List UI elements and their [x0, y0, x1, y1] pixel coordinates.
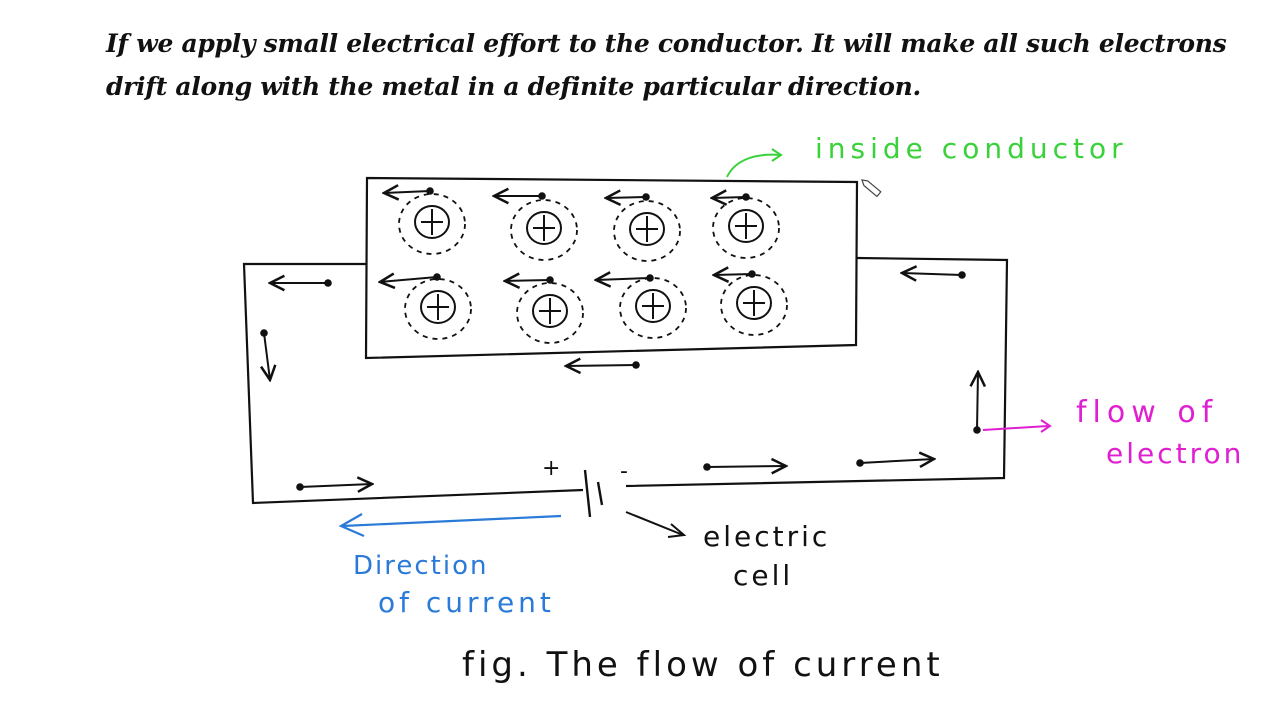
ion-circle: [414, 205, 450, 239]
ion-circle: [728, 209, 764, 243]
electron-dot: [433, 273, 441, 281]
electron-orbit: [516, 282, 584, 344]
positive-ion: [510, 199, 578, 261]
electron-orbit: [720, 274, 788, 336]
electron-drift-arrow: [856, 459, 934, 467]
drift-arrow-line: [566, 365, 637, 366]
flow-of-electron-arrowhead: [1040, 419, 1052, 433]
flow-of-electron-label-line2: electron: [1106, 437, 1244, 470]
ion-circle: [736, 286, 772, 320]
direction-of-current-label-line2: of current: [378, 586, 555, 619]
electron-drift-arrow: [566, 361, 640, 369]
drift-arrow-line: [977, 372, 978, 431]
drift-arrow-line: [596, 278, 651, 280]
electron-dot: [973, 426, 981, 434]
electron-drift-arrow: [380, 273, 441, 282]
electron-drift-arrow: [296, 483, 372, 491]
drift-arrow-line: [264, 332, 270, 380]
positive-ion: [619, 277, 687, 339]
electric-cell-arrowhead: [667, 523, 687, 538]
electron-orbit: [619, 277, 687, 339]
electron-dot: [538, 192, 546, 200]
ion-group: [398, 193, 788, 344]
electron-dot: [748, 270, 756, 278]
electron-dot: [260, 329, 268, 337]
electron-drift-arrow: [712, 193, 750, 201]
heading-text: If we apply small electrical effort to t…: [106, 22, 1227, 108]
ion-circle: [526, 211, 562, 245]
electron-dot: [426, 187, 434, 195]
flow-of-electron-pointer: [982, 425, 1049, 431]
inside-conductor-arrowhead: [771, 148, 783, 162]
electric-cell-label-line2: cell: [733, 559, 793, 592]
inside-conductor-pointer: [726, 153, 781, 178]
heading-line-1: If we apply small electrical effort to t…: [106, 29, 1227, 58]
electron-orbit: [712, 197, 780, 259]
electron-drift-arrow: [494, 192, 546, 200]
electron-drift-arrow: [902, 271, 966, 279]
figure-caption: fig. The flow of current: [462, 645, 944, 685]
electron-orbit: [398, 193, 466, 255]
inside-conductor-label: inside conductor: [815, 132, 1128, 165]
ion-circle: [635, 289, 671, 323]
electron-drift-arrow: [505, 276, 554, 284]
ion-circle: [532, 294, 568, 328]
electron-dot: [646, 274, 654, 282]
circuit-wire: [242, 256, 1009, 505]
electric-cell-symbol: [583, 469, 604, 518]
electron-drift-arrow: [714, 270, 756, 278]
drift-arrow-line: [714, 274, 753, 275]
electron-dot: [703, 463, 711, 471]
drift-arrow-line: [299, 484, 372, 487]
positive-ion: [712, 197, 780, 259]
positive-ion: [613, 200, 681, 262]
electron-dot: [856, 459, 864, 467]
electron-drift-arrow: [270, 279, 332, 287]
electron-drift-arrow: [260, 329, 270, 380]
drift-arrow-line: [706, 466, 786, 467]
electron-drift-arrow: [596, 274, 654, 282]
drift-arrow-line: [505, 280, 551, 281]
electron-orbit: [510, 199, 578, 261]
ion-circle: [420, 290, 456, 324]
conductor-box: [364, 176, 859, 360]
electron-dot: [546, 276, 554, 284]
electron-group: [260, 187, 981, 491]
heading-line-2: drift along with the metal in a definite…: [106, 72, 921, 101]
electron-dot: [958, 271, 966, 279]
electron-dot: [324, 279, 332, 287]
drift-arrow-line: [384, 191, 431, 193]
electron-orbit: [404, 278, 472, 340]
positive-ion: [720, 274, 788, 336]
direction-of-current-arrowhead: [338, 513, 365, 538]
minus-terminal-label: -: [620, 459, 628, 484]
electron-dot: [632, 361, 640, 369]
drift-arrow-line: [380, 277, 438, 282]
direction-of-current-arrow: [341, 514, 562, 528]
electron-orbit: [613, 200, 681, 262]
electric-cell-pointer: [625, 511, 684, 536]
electron-dot: [296, 483, 304, 491]
flow-of-electron-label-line1: flow of: [1076, 395, 1218, 430]
direction-of-current-label-line1: Direction: [353, 551, 488, 581]
electric-cell-label-line1: electric: [703, 520, 830, 553]
positive-ion: [404, 278, 472, 340]
drift-arrow-line: [606, 197, 647, 198]
drift-arrow-line: [712, 197, 747, 198]
electron-drift-arrow: [384, 187, 434, 195]
electron-dot: [642, 193, 650, 201]
drift-arrow-line: [902, 273, 963, 275]
plus-terminal-label: +: [542, 456, 560, 481]
positive-ion: [398, 193, 466, 255]
drift-arrow-line: [859, 459, 934, 463]
electron-drift-arrow: [703, 463, 786, 471]
positive-ion: [516, 282, 584, 344]
electron-drift-arrow: [606, 193, 650, 201]
electron-dot: [742, 193, 750, 201]
ion-circle: [629, 212, 665, 246]
pencil-cursor-icon: [861, 179, 882, 198]
electron-drift-arrow: [973, 372, 981, 434]
